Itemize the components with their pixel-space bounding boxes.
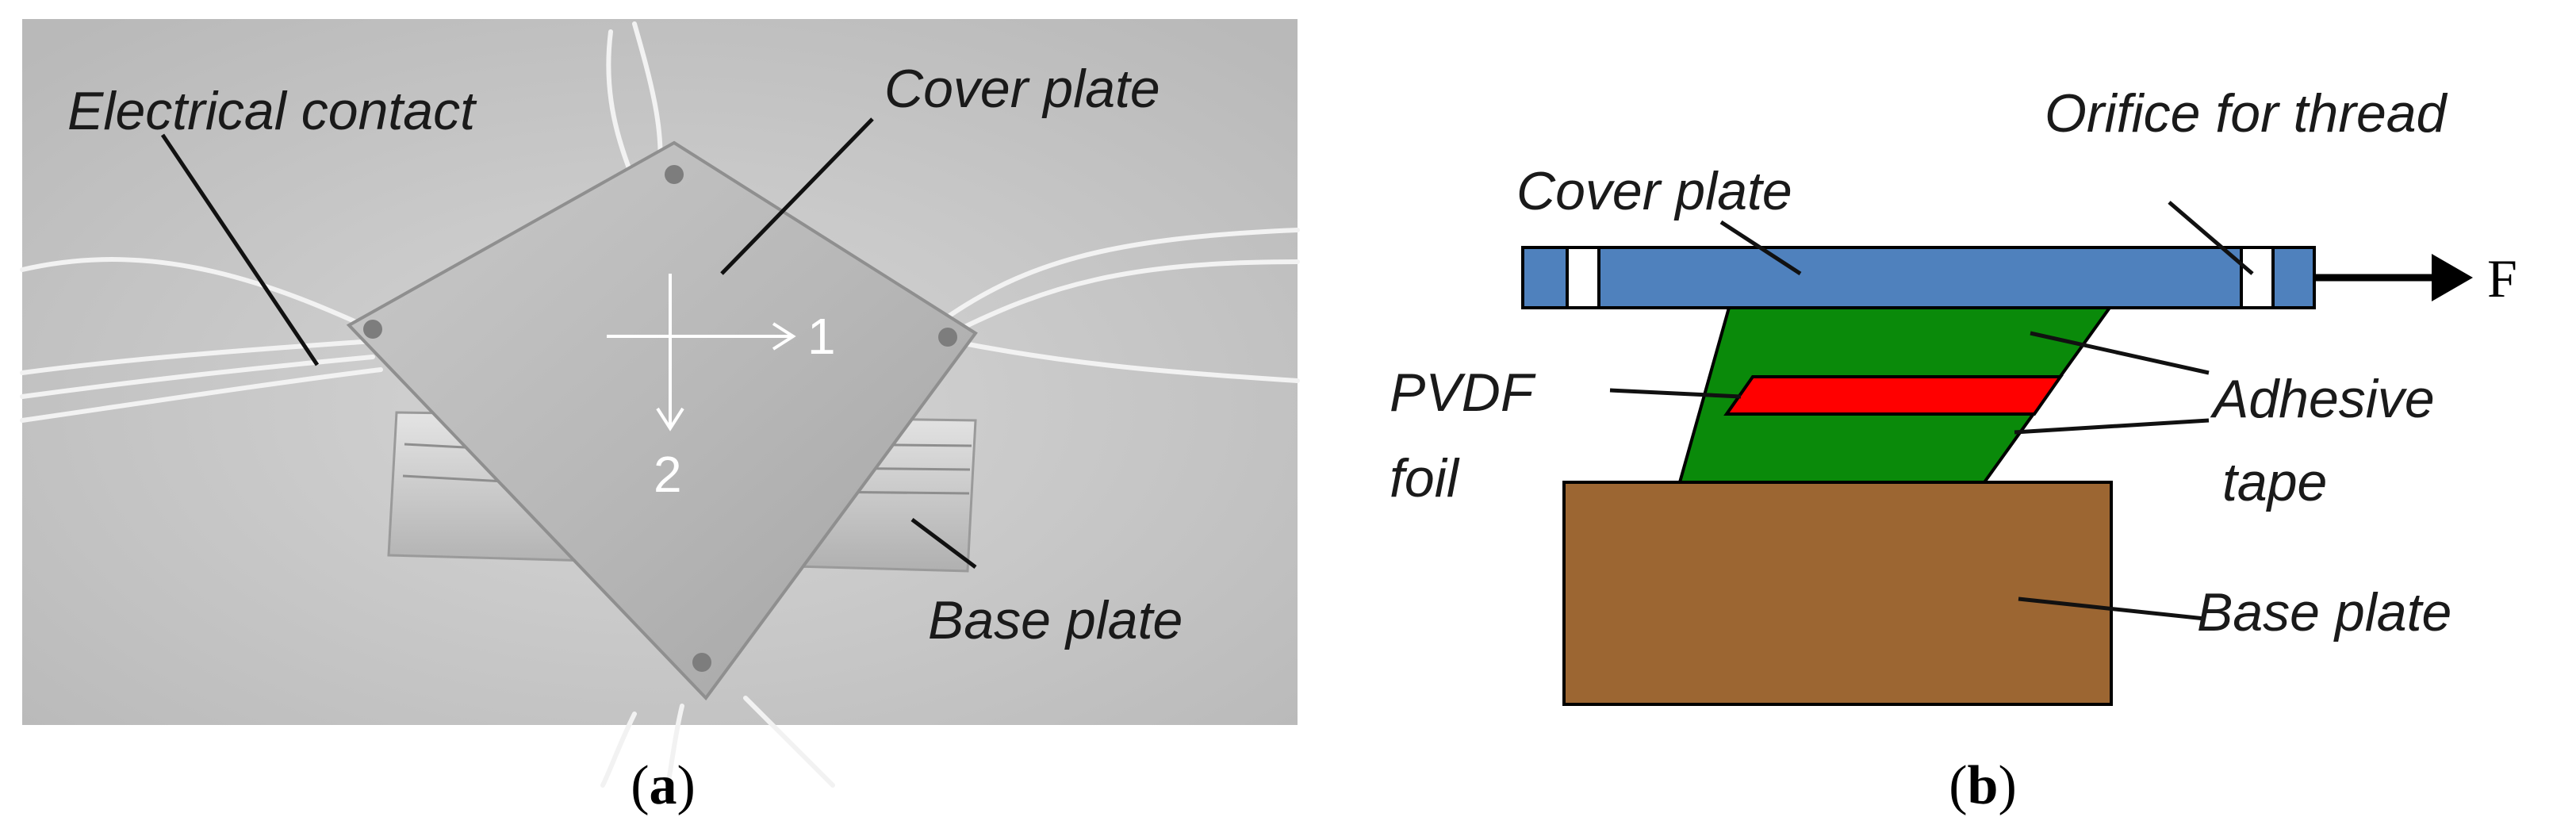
- label-orifice: Orifice for thread: [2045, 83, 2448, 144]
- label-electrical-contact: Electrical contact: [67, 81, 477, 141]
- label-base-plate-a: Base plate: [928, 590, 1183, 650]
- leader-adhesive-top: [2030, 331, 2210, 375]
- caption-b: (b): [1949, 755, 2017, 816]
- leader-cover-plate-b: [1719, 220, 1802, 276]
- leader-electrical-contact: [160, 133, 320, 366]
- label-adhesive-line2: tape: [2222, 452, 2327, 512]
- orifice-left: [1566, 246, 1600, 309]
- force-label: F: [2487, 248, 2517, 309]
- leader-adhesive-bottom: [2014, 418, 2210, 435]
- force-arrow: [2316, 254, 2473, 301]
- leader-base-plate-b: [2018, 596, 2206, 621]
- axis-label-2: 2: [654, 446, 682, 503]
- leader-base-plate-a: [910, 518, 977, 569]
- orifice-right: [2240, 246, 2275, 309]
- leader-pvdf: [1609, 388, 1742, 399]
- pvdf-foil: [1723, 375, 2064, 416]
- leader-orifice: [2168, 201, 2254, 275]
- panel-b-schematic: F Cover plate Orifice for thread PVDF fo…: [1390, 83, 2517, 706]
- label-pvdf-line1: PVDF: [1390, 362, 1536, 423]
- panel-a-photo: 1 2 Electrical contact Cover plate Base …: [20, 19, 1300, 796]
- axis-arrows: [607, 274, 796, 432]
- cover-plate: [1521, 246, 2316, 309]
- leader-cover-plate-a: [720, 117, 874, 275]
- label-cover-plate-b: Cover plate: [1516, 161, 1792, 221]
- axis-label-1: 1: [807, 308, 836, 365]
- caption-a: (a): [631, 755, 696, 816]
- label-base-plate-b: Base plate: [2197, 582, 2451, 642]
- base-plate: [1562, 481, 2113, 706]
- label-pvdf-line2: foil: [1390, 448, 1460, 508]
- label-adhesive-line1: Adhesive: [2210, 369, 2435, 429]
- label-cover-plate-a: Cover plate: [884, 59, 1160, 119]
- photo-cover-plate: [346, 140, 978, 701]
- threads: [20, 21, 1300, 796]
